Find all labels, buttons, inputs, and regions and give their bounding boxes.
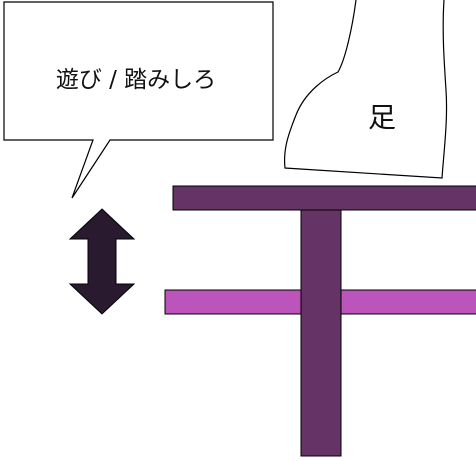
play-arrow-icon [68,208,136,315]
foot-label: 足 [368,101,397,134]
pedal-top-bar [172,185,476,211]
callout-label: 遊び / 踏みしろ [55,67,217,93]
pedal-stem [300,209,342,457]
callout-bubble [3,1,274,199]
foot-shape [283,0,448,179]
